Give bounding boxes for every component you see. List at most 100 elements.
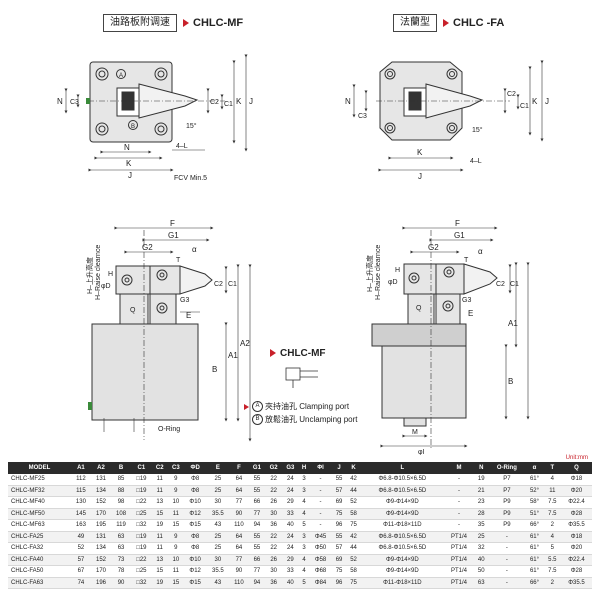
port-mark-a: A bbox=[252, 401, 263, 412]
table-cell: Φ15 bbox=[183, 519, 207, 532]
table-cell: - bbox=[443, 474, 474, 486]
table-cell: 66 bbox=[248, 496, 266, 509]
table-cell: Φ11-Φ18×11D bbox=[360, 519, 444, 532]
table-cell: 35.5 bbox=[206, 565, 230, 578]
spec-header-cell: B bbox=[111, 462, 132, 474]
table-cell: 52 bbox=[346, 496, 361, 509]
table-cell: Φ9-Φ14×9D bbox=[360, 508, 444, 520]
table-cell: 61° bbox=[525, 542, 544, 555]
table-cell: 11 bbox=[151, 542, 168, 555]
table-cell: 30 bbox=[206, 496, 230, 509]
table-cell: □19 bbox=[131, 485, 152, 497]
table-cell: 2 bbox=[543, 577, 561, 589]
mf-tag-arrow-icon bbox=[270, 349, 276, 357]
header-mf-code: CHLC-MF bbox=[193, 17, 244, 29]
spec-header-cell: M bbox=[443, 462, 474, 474]
fa-top-label-n: N bbox=[345, 97, 351, 106]
fa-side-label-q: Q bbox=[416, 305, 422, 312]
mf-top-circle-b: B bbox=[131, 124, 135, 130]
table-cell: 110 bbox=[229, 577, 249, 589]
table-cell: 61° bbox=[525, 554, 544, 566]
table-cell: 22 bbox=[265, 542, 283, 555]
model-cell: CHLC-FA32 bbox=[8, 542, 71, 555]
table-cell: Φ9-Φ14×9D bbox=[360, 565, 444, 578]
table-cell: 75 bbox=[346, 519, 361, 532]
mf-side-label-g2: G2 bbox=[142, 243, 153, 252]
table-cell: P9 bbox=[488, 496, 526, 509]
table-cell: 55 bbox=[248, 542, 266, 555]
table-cell: 25 bbox=[206, 485, 230, 497]
spec-header-cell: ΦI bbox=[309, 462, 332, 474]
table-cell: □32 bbox=[131, 519, 152, 532]
table-cell: PT1/4 bbox=[443, 531, 474, 543]
table-cell: 24 bbox=[282, 474, 299, 486]
table-cell: Φ10 bbox=[183, 496, 207, 509]
table-cell: 11 bbox=[167, 565, 184, 578]
table-cell: 90 bbox=[229, 508, 249, 520]
table-cell: PT1/4 bbox=[443, 542, 474, 555]
fa-top-label-k: K bbox=[532, 97, 538, 106]
table-cell: 61° bbox=[525, 565, 544, 578]
table-cell: 44 bbox=[346, 542, 361, 555]
table-cell: 4 bbox=[298, 496, 310, 509]
table-cell: Φ35.5 bbox=[560, 519, 592, 532]
mf-side-view bbox=[88, 226, 252, 442]
table-cell: 24 bbox=[282, 531, 299, 543]
table-cell: Φ10 bbox=[183, 554, 207, 566]
table-cell: 131 bbox=[90, 474, 112, 486]
spec-header-cell: Q bbox=[560, 462, 592, 474]
table-cell: 66° bbox=[525, 519, 544, 532]
table-cell: - bbox=[443, 485, 474, 497]
port-legend-row-b: B 放鬆油孔 Unclamping port bbox=[244, 413, 357, 426]
mf-side-label-a2: A2 bbox=[240, 339, 250, 348]
model-cell: CHLC-MF40 bbox=[8, 496, 71, 509]
mf-top-label-fcv: FCV Min.5 bbox=[174, 175, 207, 182]
spec-header-cell: C3 bbox=[167, 462, 184, 474]
table-cell: 40 bbox=[282, 519, 299, 532]
table-cell: 57 bbox=[70, 554, 91, 566]
fa-side-label-g3: G3 bbox=[462, 297, 471, 304]
hydraulic-symbol-icon bbox=[285, 367, 318, 388]
table-cell: 21 bbox=[474, 485, 489, 497]
spec-header-cell: G2 bbox=[265, 462, 283, 474]
table-cell: 170 bbox=[90, 565, 112, 578]
table-cell: 77 bbox=[229, 496, 249, 509]
table-cell: 75 bbox=[331, 508, 347, 520]
spec-header-cell: T bbox=[543, 462, 561, 474]
table-cell: 26 bbox=[265, 554, 283, 566]
table-cell: 50 bbox=[474, 565, 489, 578]
table-cell: 29 bbox=[282, 496, 299, 509]
table-cell: 9 bbox=[167, 485, 184, 497]
table-cell: 5 bbox=[298, 577, 310, 589]
mf-side-label-q: Q bbox=[130, 307, 136, 314]
mf-side-raise-zh: H–上升高度 bbox=[85, 257, 94, 294]
mf-symbol-tag: CHLC-MF bbox=[270, 345, 326, 361]
table-cell: - bbox=[488, 565, 526, 578]
mf-side-label-b: B bbox=[212, 365, 217, 374]
table-cell: □19 bbox=[131, 474, 152, 486]
table-cell: - bbox=[309, 519, 332, 532]
table-cell: 152 bbox=[90, 496, 112, 509]
table-cell: Φ50 bbox=[309, 542, 332, 555]
table-cell: - bbox=[488, 554, 526, 566]
fa-top-label-j: J bbox=[545, 97, 549, 106]
table-cell: 36 bbox=[265, 519, 283, 532]
table-cell: 10 bbox=[167, 554, 184, 566]
mf-top-label-15deg: 15° bbox=[186, 122, 197, 130]
table-cell: 63 bbox=[111, 531, 132, 543]
table-cell: 4 bbox=[543, 474, 561, 486]
table-cell: - bbox=[488, 531, 526, 543]
port-mark-b: B bbox=[252, 414, 263, 425]
table-cell: 119 bbox=[111, 519, 132, 532]
mf-top-label-j2: J bbox=[128, 171, 132, 180]
table-cell: - bbox=[443, 508, 474, 520]
fa-top-label-4l: 4–L bbox=[470, 158, 482, 165]
mf-top-label-c2: C2 bbox=[210, 99, 219, 106]
table-cell: 134 bbox=[90, 542, 112, 555]
fa-side-label-g1: G1 bbox=[454, 231, 465, 240]
